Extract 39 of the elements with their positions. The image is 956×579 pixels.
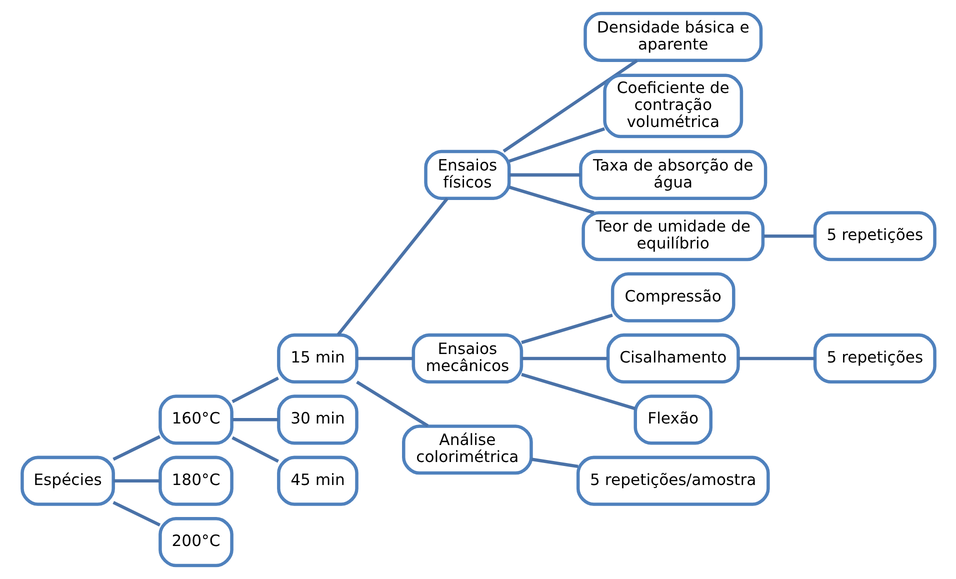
connector bbox=[530, 458, 578, 468]
node-box: 160°C bbox=[158, 394, 233, 445]
node-box: 200°C bbox=[158, 517, 233, 568]
connector bbox=[336, 197, 448, 336]
connector bbox=[356, 380, 428, 428]
connector bbox=[232, 418, 278, 422]
connector bbox=[231, 376, 278, 404]
node-box: 15 min bbox=[276, 333, 358, 384]
node-box: Taxa de absorção de água bbox=[578, 150, 767, 200]
connector bbox=[508, 173, 580, 177]
connector bbox=[231, 436, 278, 463]
node-box: 30 min bbox=[276, 394, 358, 445]
connector bbox=[112, 435, 160, 461]
connector bbox=[112, 479, 160, 482]
node-box: Análise colorimétrica bbox=[402, 424, 532, 475]
node-box: 5 repetições bbox=[812, 211, 936, 262]
connector bbox=[508, 127, 605, 163]
node-box: Ensaios mecânicos bbox=[411, 333, 523, 384]
node-box: Compressão bbox=[610, 272, 735, 322]
node-box: Ensaios físicos bbox=[424, 150, 510, 200]
node-box: Cisalhamento bbox=[606, 333, 740, 384]
connector bbox=[502, 59, 638, 153]
node-box: Flexão bbox=[633, 394, 712, 445]
node-box: Espécies bbox=[20, 456, 114, 506]
connector bbox=[738, 356, 814, 360]
node-box: 180°C bbox=[158, 456, 233, 506]
connector bbox=[520, 372, 636, 410]
node-box: Teor de umidade de equilíbrio bbox=[581, 211, 764, 262]
connector bbox=[521, 356, 608, 360]
node-box: 5 repetições bbox=[812, 333, 936, 384]
connector bbox=[763, 234, 814, 238]
node-box: 45 min bbox=[276, 456, 358, 506]
connector bbox=[508, 186, 594, 214]
node-box: Densidade básica e aparente bbox=[583, 12, 762, 62]
connector bbox=[112, 500, 160, 527]
node-box: Coeficiente de contração volumétrica bbox=[602, 74, 743, 138]
connector bbox=[356, 356, 412, 360]
node-box: 5 repetições/amostra bbox=[576, 456, 770, 506]
connector bbox=[520, 314, 612, 344]
